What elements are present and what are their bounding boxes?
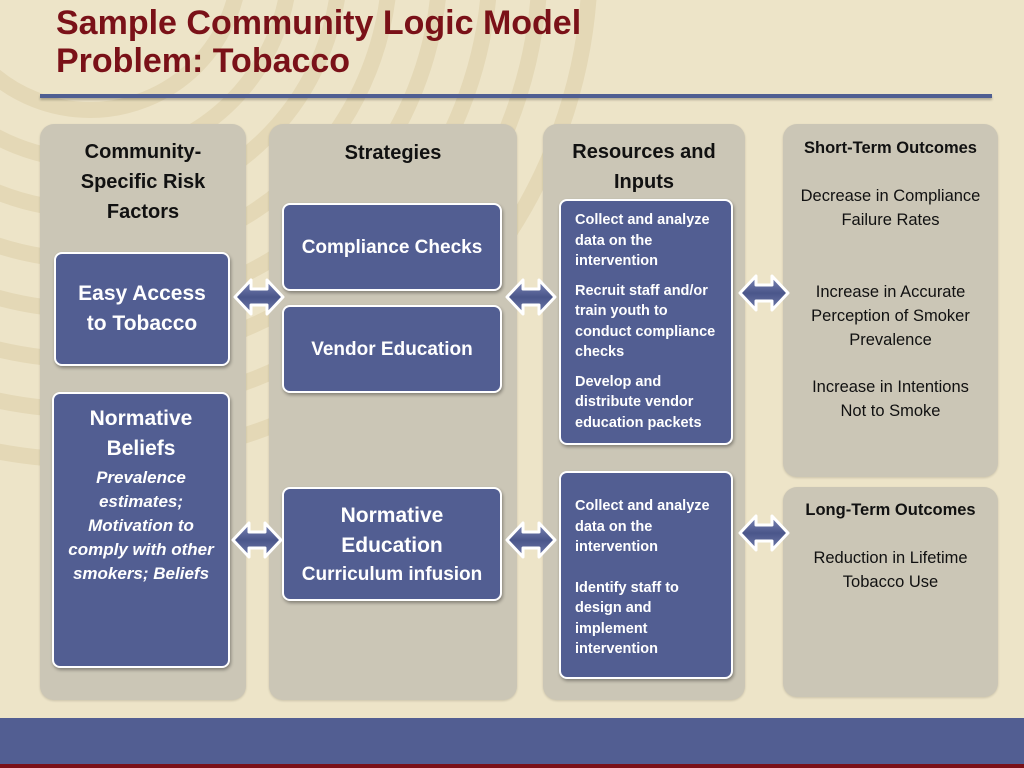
strategy-normative-education-box: Normative Education Curriculum infusion — [282, 487, 502, 601]
resources-heading: Resources and Inputs — [572, 141, 716, 193]
short-term-item: Decrease in Compliance Failure Rates — [800, 187, 981, 229]
resource-item: Identify staff to design and implement i… — [575, 579, 679, 658]
page-title: Sample Community Logic Model Problem: To… — [56, 4, 581, 80]
column-short-term-outcomes — [783, 124, 998, 477]
short-term-item: Increase in Accurate Perception of Smoke… — [811, 283, 970, 349]
resource-item: Collect and analyze data on the interven… — [575, 498, 710, 555]
long-term-item: Reduction in Lifetime Tobacco Use — [813, 549, 968, 591]
column-long-term-outcomes — [783, 487, 998, 697]
title-line-2: Problem: Tobacco — [56, 42, 351, 80]
resource-item: Collect and analyze data on the interven… — [575, 212, 710, 269]
resources-group-2-box: Collect and analyze data on the interven… — [559, 471, 733, 679]
resource-item: Recruit staff and/or train youth to cond… — [575, 282, 716, 361]
double-headed-arrow-icon — [505, 278, 557, 316]
short-term-item: Increase in Intentions Not to Smoke — [812, 378, 969, 420]
double-headed-arrow-icon — [231, 521, 283, 559]
risk-normative-beliefs-box: Normative Beliefs Prevalence estimates; … — [52, 392, 230, 668]
resource-item: Develop and distribute vendor education … — [575, 373, 702, 431]
double-headed-arrow-icon — [738, 514, 790, 552]
double-headed-arrow-icon — [738, 274, 790, 312]
long-term-heading: Long-Term Outcomes — [805, 501, 976, 519]
risk-normative-detail: Prevalence estimates; Motivation to comp… — [68, 468, 214, 583]
double-headed-arrow-icon — [233, 278, 285, 316]
footer-bar — [0, 718, 1024, 764]
strategy-vendor-education-label: Vendor Education — [311, 338, 473, 360]
title-divider — [40, 94, 992, 98]
strategy-vendor-education-box: Vendor Education — [282, 305, 502, 393]
title-line-1: Sample Community Logic Model — [56, 4, 582, 42]
strategy-normative-title: Normative Education — [340, 503, 444, 557]
double-headed-arrow-icon — [505, 521, 557, 559]
footer-accent-line — [0, 764, 1024, 768]
risk-easy-access-label: Easy Access to Tobacco — [78, 282, 206, 335]
risk-easy-access-box: Easy Access to Tobacco — [54, 252, 230, 366]
risk-normative-title: Normative Beliefs — [89, 407, 193, 460]
strategy-compliance-checks-box: Compliance Checks — [282, 203, 502, 291]
short-term-heading: Short-Term Outcomes — [804, 139, 977, 157]
risk-factors-heading: Community-Specific Risk Factors — [80, 141, 206, 223]
strategy-compliance-checks-label: Compliance Checks — [301, 236, 483, 258]
resources-group-1-box: Collect and analyze data on the interven… — [559, 199, 733, 445]
strategies-heading: Strategies — [344, 142, 442, 164]
strategy-normative-sub: Curriculum infusion — [301, 563, 483, 585]
